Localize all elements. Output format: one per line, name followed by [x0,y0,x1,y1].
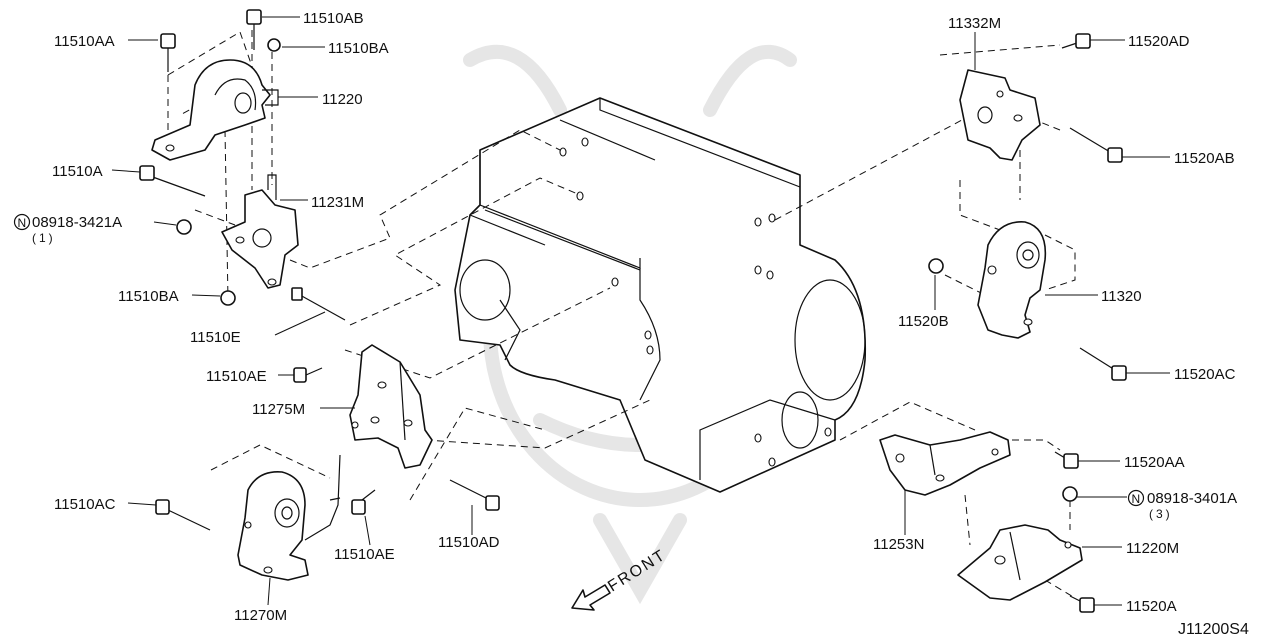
mount-11220 [151,59,279,161]
label-11332M[interactable]: 11332M [948,15,1001,32]
label-11510AB[interactable]: 11510AB [303,10,364,27]
label-11510BA-low[interactable]: 11510BA [118,288,179,305]
label-11320[interactable]: 11320 [1101,288,1142,305]
label-11270M[interactable]: 11270M [234,607,287,624]
label-08918-3421A: 08918-3421A [32,214,122,231]
label-11510E[interactable]: 11510E [190,329,241,346]
assembly-dashed-lines [167,30,1076,599]
mount-11220M [957,524,1083,601]
nut-08918-3401A[interactable]: N 08918-3401A (3) [1127,489,1238,521]
label-11231M[interactable]: 11231M [311,194,364,211]
bracket-11253N [879,431,1011,496]
nut-08918-3421A[interactable]: N 08918-3421A (1) [13,213,123,245]
label-11520B[interactable]: 11520B [898,313,949,330]
mount-11320 [977,221,1047,339]
label-11520AD[interactable]: 11520AD [1128,33,1190,50]
diagram-code: J11200S4 [1178,621,1249,638]
nut-marker: N [1132,492,1141,506]
mount-11270M [237,454,341,581]
label-11510AC[interactable]: 11510AC [54,496,116,513]
label-11510AE-low[interactable]: 11510AE [334,546,395,563]
label-11520AA[interactable]: 11520AA [1124,454,1185,471]
label-11253N[interactable]: 11253N [873,536,924,553]
label-11510AA[interactable]: 11510AA [54,33,115,50]
bracket-11275M [349,344,433,469]
engine-block [454,97,867,493]
label-11510AE-top[interactable]: 11510AE [206,368,267,385]
leader-lines [111,16,1170,606]
bracket-11332M [959,69,1041,161]
nut-marker-icon [1127,489,1145,507]
label-11510AD[interactable]: 11510AD [438,534,500,551]
nut-marker-icon [13,213,31,231]
qty-08918-3421A: (1) [32,231,56,245]
label-11510A[interactable]: 11510A [52,163,103,180]
label-11510BA-top[interactable]: 11510BA [328,40,389,57]
nut-marker: N [18,216,27,230]
bracket-11231M [221,174,299,289]
qty-08918-3401A: (3) [1149,507,1173,521]
part-labels: 11510AA 11510AB 11510BA 11220 11510A 112… [13,10,1249,638]
label-11220M[interactable]: 11220M [1126,540,1179,557]
label-08918-3401A: 08918-3401A [1147,490,1237,507]
label-11520AB[interactable]: 11520AB [1174,150,1235,167]
label-11520A[interactable]: 11520A [1126,598,1177,615]
label-11220[interactable]: 11220 [322,91,363,108]
label-11275M[interactable]: 11275M [252,401,305,418]
label-11520AC[interactable]: 11520AC [1174,366,1236,383]
